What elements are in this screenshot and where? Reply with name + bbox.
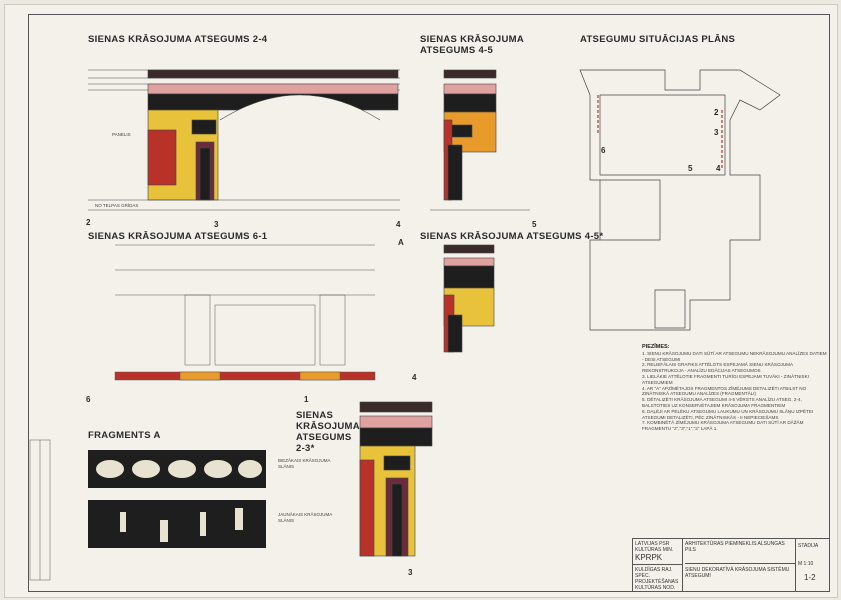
- axis-mark: 2: [86, 218, 91, 227]
- plan-mark: 2: [714, 108, 719, 117]
- note-item: 1. SIENU KRĀSOJUMU DATI SŪTĪ AR ATSEGUMU…: [642, 350, 827, 362]
- plan-mark: 3: [714, 128, 719, 137]
- notes-block: PIEZĪMES: 1. SIENU KRĀSOJUMU DATI SŪTĪ A…: [642, 344, 827, 432]
- note-item: 4. AR "A" APZĪMĒTAJOS FRAGMENTOS ZĪMĒJUM…: [642, 385, 807, 397]
- stamp-grid: [29, 439, 51, 581]
- note-item: 6. DAĻĒJI AR PELĒKU ATSEGUMU LAUKUMU UN …: [642, 408, 814, 420]
- note-item: 3. LIELĀKIE ATTĒLOTIE FRAGMENTI TURĪGI E…: [642, 373, 809, 385]
- elevation-6-1: [114, 244, 376, 381]
- panel-note: PANELIS: [112, 132, 131, 137]
- org-ministry: LATVIJAS PSR KULTŪRAS MIN.: [635, 541, 674, 553]
- stage-label: STADIJA: [798, 543, 819, 549]
- object-name: ARHITEKTŪRAS PIEMINEKLIS ALSUNGAS PILS: [685, 541, 785, 553]
- scale: M 1:10: [798, 561, 814, 567]
- elevation-2-3-star: [359, 401, 433, 557]
- title-elevation-2-4: SIENAS KRĀSOJUMA ATSEGUMS 2-4: [88, 34, 268, 45]
- title-situation-plan: ATSEGUMU SITUĀCIJAS PLĀNS: [580, 34, 736, 45]
- axis-mark: 4: [396, 220, 401, 229]
- elevation-4-5-star: [443, 244, 495, 353]
- axis-mark: 5: [532, 220, 537, 229]
- plan-mark: 5: [688, 164, 693, 173]
- title-elevation-4-5: SIENAS KRĀSOJUMA ATSEGUMS 4-5: [420, 34, 524, 56]
- title-fragments-a: FRAGMENTS A: [88, 430, 161, 441]
- situation-plan: [579, 69, 781, 331]
- elevation-2-4: [88, 69, 400, 211]
- org-kprpk: KPRPK: [635, 553, 663, 562]
- axis-mark: 3: [408, 568, 413, 577]
- note-item: 7. KOMBINĒTĀ ZĪMĒJUMU KRĀSOJUMA ATSEGUMU…: [642, 420, 804, 432]
- drawing-frame: [28, 14, 830, 592]
- org-department: KULDĪGAS RAJ. SPEC. PROJEKTĒŠANAS KULTŪR…: [633, 565, 683, 591]
- title-elevation-2-3-star: SIENAS KRĀSOJUMA ATSEGUMS 2-3*: [296, 410, 360, 454]
- sheet-number: 1-2: [804, 573, 816, 582]
- axis-mark: 6: [86, 395, 91, 404]
- elevation-4-5: [430, 69, 530, 211]
- drawing-name: SIENU DEKORATĪVĀ KRĀSOJUMA SISTĒMU ATSEG…: [685, 563, 795, 579]
- fragment-note-2: JAUNĀKAIS KRĀSOJUMA SLĀNIS: [278, 512, 333, 523]
- axis-mark: 3: [214, 220, 219, 229]
- plan-mark: 6: [601, 146, 606, 155]
- note-item: 5. DĒTALIZĒTI KRĀSOJUMA ATSEGUMI 4-5 VĒR…: [642, 397, 802, 408]
- title-elevation-4-5-star: SIENAS KRĀSOJUMA ATSEGUMS 4-5*: [420, 231, 604, 242]
- notes-heading: PIEZĪMES:: [642, 344, 670, 350]
- axis-mark: 4: [412, 373, 417, 382]
- fragment-note-1: BIEZĀKAIS KRĀSOJUMA SLĀNIS: [278, 458, 331, 469]
- title-elevation-6-1: SIENAS KRĀSOJUMA ATSEGUMS 6-1: [88, 231, 268, 242]
- title-block: LATVIJAS PSR KULTŪRAS MIN. KPRPK KULDĪGA…: [632, 538, 830, 592]
- axis-mark: A: [398, 238, 404, 247]
- drawing-sheet: [4, 4, 838, 598]
- plan-mark: 4: [716, 164, 721, 173]
- note-item: 2. RELIEFĀLAIS GRAFIKS ATTĒLOTS ESPEJAMĀ…: [642, 362, 793, 374]
- fragments-a: [88, 450, 266, 548]
- axis-mark: 1: [304, 395, 309, 404]
- floor-level-note: NO TELPAS GRĪDAS: [95, 203, 139, 208]
